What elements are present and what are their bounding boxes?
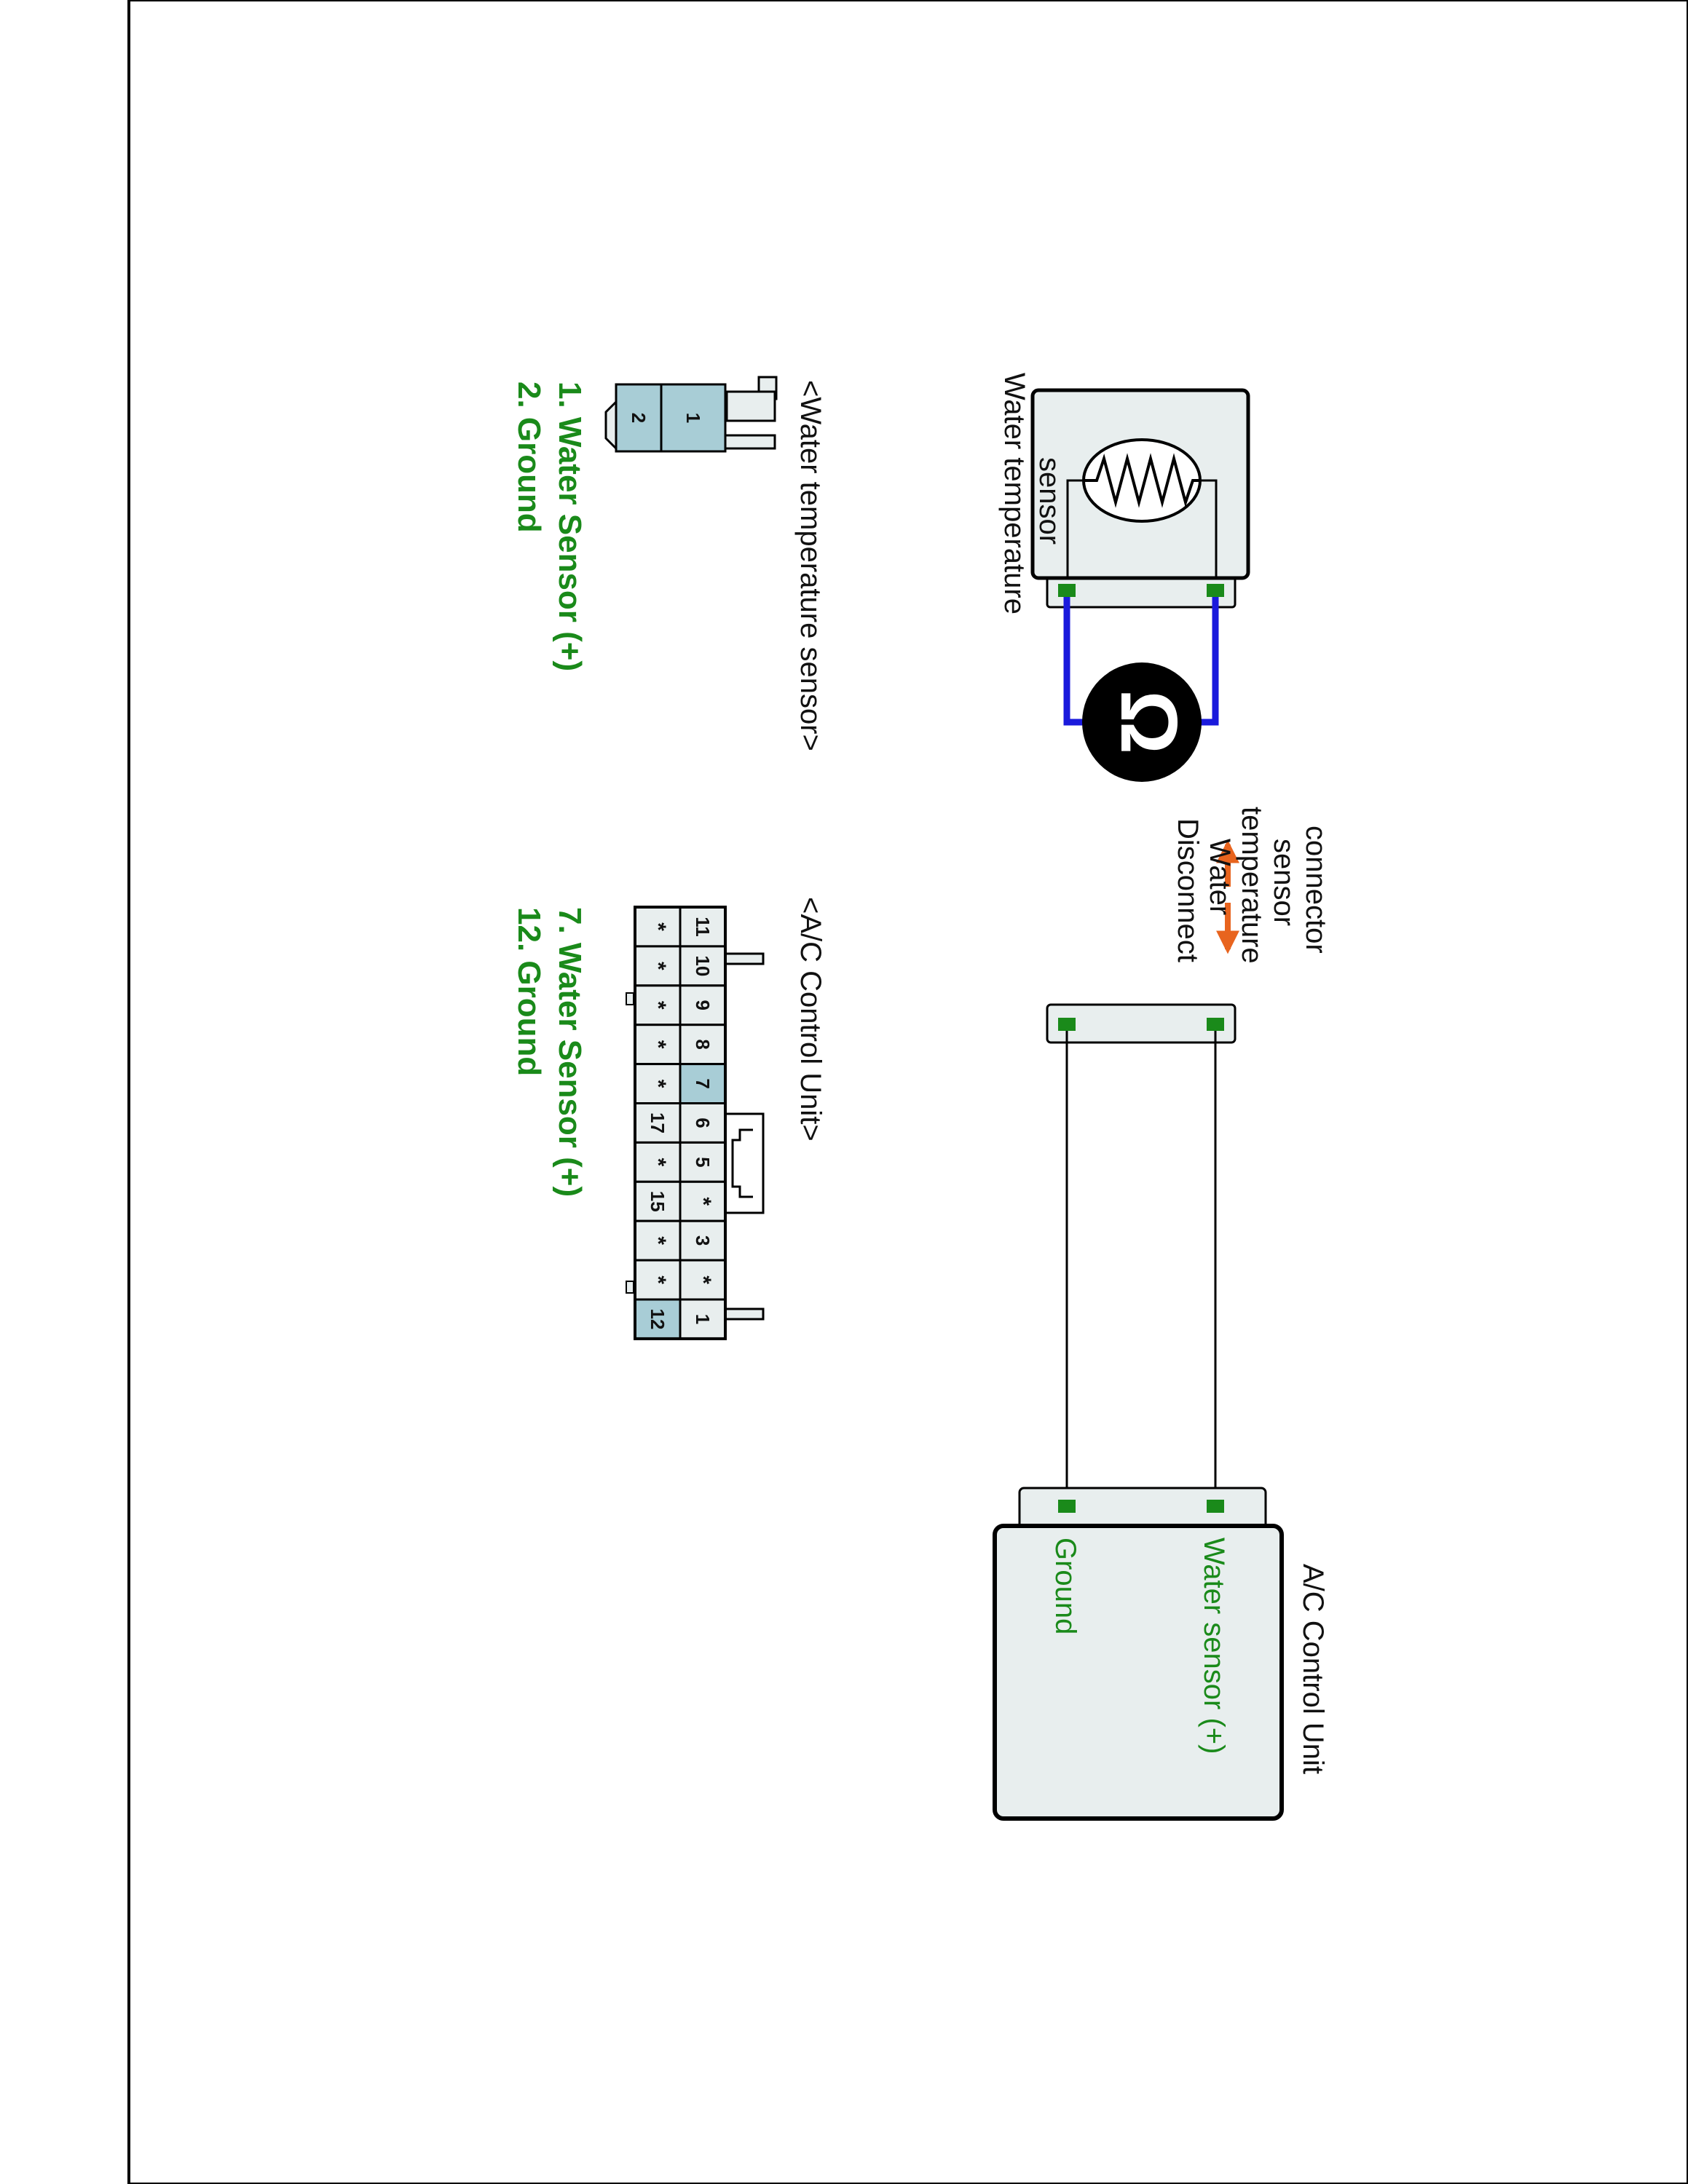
water-temp-sensor: Water temperature sensor	[998, 373, 1250, 614]
disconnect-note: Disconnect Water temperature sensor conn…	[1172, 807, 1332, 964]
acu-pin-label-top-7: *	[691, 1197, 715, 1206]
acu-pin-cell-bottom-10	[634, 1298, 682, 1340]
disconnect-line2: Water	[1204, 839, 1236, 915]
acu-pin-label-bottom-10: 12	[647, 1308, 669, 1329]
ohmmeter-icon: Ω	[1082, 662, 1202, 782]
harness-connector	[1046, 1003, 1237, 1044]
locking-lever	[724, 1112, 765, 1214]
sensor-legend-2: 2. Ground	[511, 381, 547, 533]
acu-pin-ground-label: Ground	[1049, 1538, 1081, 1634]
acu-pin-label-bottom-4: *	[646, 1080, 670, 1088]
guide-tab-bottom	[724, 1307, 765, 1321]
sensor-connector-title: <Water temperature sensor>	[794, 380, 827, 751]
acu-pin-label-bottom-1: *	[646, 962, 670, 970]
acu-pin-label-top-8: 3	[692, 1235, 714, 1246]
acu-pin-label-top-3: 8	[692, 1039, 714, 1049]
acu-terminal-ground	[1058, 1500, 1076, 1513]
acu-pin-label-top-5: 6	[692, 1117, 714, 1128]
sensor-terminal-1	[1058, 584, 1076, 597]
disconnect-line5: connector	[1300, 826, 1332, 954]
pin-1-label: 1	[682, 413, 704, 423]
acu-pin-label-bottom-7: 15	[647, 1191, 669, 1212]
acu-connector-title: <A/C Control Unit>	[794, 897, 827, 1142]
pin-2-cell	[615, 383, 663, 453]
thermistor-icon	[1066, 438, 1218, 577]
locking-lever-inner	[731, 1128, 753, 1198]
acu-pin-label-bottom-5: 17	[647, 1112, 669, 1133]
harness-terminal-1	[1058, 1018, 1076, 1031]
connector-nose	[604, 399, 618, 451]
acu-pin-label-top-10: 1	[692, 1314, 714, 1324]
acu-pin-water-label: Water sensor (+)	[1198, 1538, 1230, 1754]
acu-pin-grid: 11 10 9 8 7 6 5 * 3 * 1 * * * * * 17 * 15 * * 12	[634, 906, 727, 1340]
key-tab-bottom	[626, 1281, 634, 1294]
acu-connector-plate	[1018, 1487, 1267, 1530]
guide-tab-top	[724, 952, 765, 965]
ohmmeter-symbol: Ω	[1104, 690, 1194, 754]
key-tab-top	[626, 992, 634, 1005]
sensor-name-line2: sensor	[1033, 457, 1065, 545]
acu-title: A/C Control Unit	[1297, 1564, 1329, 1774]
pin-2-label: 2	[628, 413, 650, 423]
acu-pin-label-bottom-9: *	[646, 1275, 670, 1284]
sensor-terminal-2	[1207, 584, 1224, 597]
acu-pin-cell-top-6	[679, 1141, 727, 1183]
acu-pin-label-top-6: 5	[692, 1157, 714, 1167]
sensor-name-line1: Water temperature	[998, 373, 1030, 614]
acu-terminal-signal	[1207, 1500, 1224, 1513]
acu-pin-cell-bottom-5	[634, 1102, 682, 1144]
acu-pin-label-bottom-6: *	[646, 1158, 670, 1167]
sensor-connector-view: <Water temperature sensor> 1 2 1. Water …	[511, 376, 827, 751]
acu-pin-label-top-1: 10	[692, 955, 714, 976]
acu-pin-cell-bottom-4	[634, 1063, 682, 1104]
acu-pin-cell-bottom-9	[634, 1259, 682, 1301]
acu-pin-label-bottom-8: *	[646, 1236, 670, 1245]
acu-connector-view: <A/C Control Unit> 11 10 9 8 7 6 5 * 3 * 1 * * * * * 17 *…	[511, 897, 827, 1340]
acu-pin-label-top-9: *	[691, 1275, 715, 1284]
acu-legend-1: 7. Water Sensor (+)	[552, 907, 588, 1197]
acu-pin-label-bottom-3: *	[646, 1040, 670, 1049]
disconnect-line1: Disconnect	[1172, 818, 1204, 962]
acu-pin-cell-bottom-7	[634, 1180, 682, 1222]
acu-pin-cell-top-5	[679, 1102, 727, 1144]
acu-pin-label-top-4: 7	[692, 1078, 714, 1088]
acu-pin-label-bottom-2: *	[646, 1001, 670, 1010]
disconnect-line3: temperature	[1236, 807, 1268, 964]
page-frame	[127, 0, 1688, 2184]
locking-bar	[722, 434, 776, 450]
disconnect-line4: sensor	[1268, 839, 1300, 926]
ac-control-unit: A/C Control Unit Water sensor (+) Ground	[993, 1487, 1329, 1821]
acu-legend-2: 12. Ground	[511, 907, 547, 1076]
acu-pin-label-top-2: 9	[692, 1000, 714, 1010]
acu-pin-grid-border	[634, 906, 727, 1340]
acu-pin-label-bottom-0: *	[646, 922, 670, 931]
sensor-legend-1: 1. Water Sensor (+)	[552, 381, 588, 671]
harness-terminal-2	[1207, 1018, 1224, 1031]
acu-pin-label-top-0: 11	[692, 917, 714, 937]
latch-body	[725, 390, 776, 422]
acu-housing	[993, 1524, 1284, 1821]
